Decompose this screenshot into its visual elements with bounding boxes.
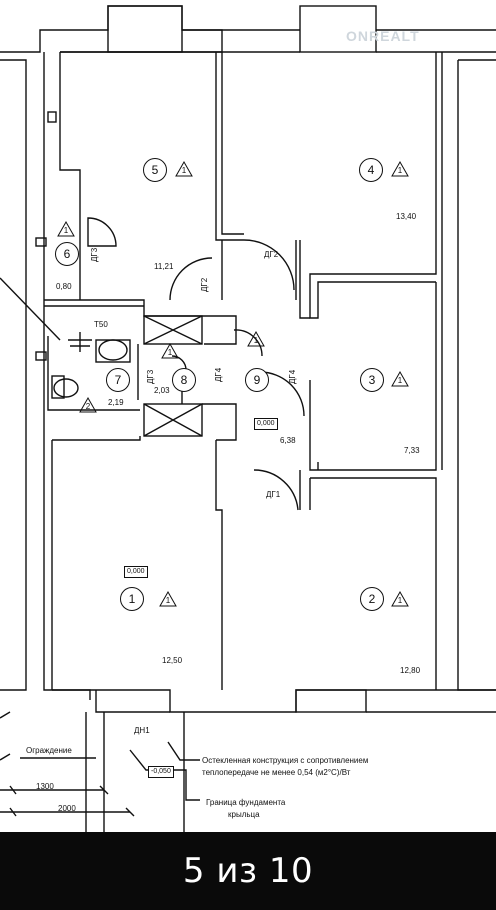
fixture-label: Т50: [94, 320, 108, 329]
foundation-note-line2: крыльца: [228, 810, 260, 819]
room-3-number: 3: [360, 368, 384, 392]
room-7-area: 2,19: [108, 398, 124, 407]
room-1-level: 0,000: [124, 566, 148, 578]
room-7-number: 7: [106, 368, 130, 392]
room-4-area: 13,40: [396, 212, 417, 221]
mark-room-4: 1: [397, 166, 403, 175]
room-6-area: 0,80: [56, 282, 72, 291]
room-8-number: 8: [172, 368, 196, 392]
door-dg2-left: ДГ2: [200, 277, 209, 292]
fence-note: Ограждение: [26, 746, 72, 755]
door-dg4-left: ДГ4: [214, 367, 223, 382]
room-9-number: 9: [245, 368, 269, 392]
door-dg2-right: ДГ2: [264, 250, 279, 259]
mark-room-7: 2: [85, 402, 91, 411]
mark-room-2: 1: [397, 596, 403, 605]
glazing-note-line1: Остекленная конструкция с сопротивлением: [202, 756, 369, 765]
floor-plan-drawing: [0, 5, 496, 832]
bottom-window: [295, 689, 367, 713]
top-window-right: [299, 5, 377, 53]
room-6-number: 6: [55, 242, 79, 266]
mark-room-3: 1: [397, 376, 403, 385]
room-9-area: 6,38: [280, 436, 296, 445]
mark-room-5: 1: [181, 166, 187, 175]
dimension-1300: 1300: [36, 782, 54, 791]
door-dg4-right: ДГ4: [288, 369, 297, 384]
room-2-area: 12,80: [400, 666, 421, 675]
mark-room-6: 1: [63, 226, 69, 235]
room-5-number: 5: [143, 158, 167, 182]
mark-room-9: 1: [253, 336, 259, 345]
mark-room-8: 1: [167, 348, 173, 357]
dimension-2000: 2000: [58, 804, 76, 813]
room-1-number: 1: [120, 587, 144, 611]
room-9-level: 0,000: [254, 418, 278, 430]
room-2-number: 2: [360, 587, 384, 611]
door-dg3-room7: ДГ3: [146, 369, 155, 384]
glazing-note-line2: теплопередаче не менее 0,54 (м2°С)/Вт: [202, 768, 351, 777]
watermark-text: ONREALT: [346, 28, 420, 44]
room-8-area: 2,03: [154, 386, 170, 395]
top-window-left: [107, 5, 183, 53]
room-3-area: 7,33: [404, 446, 420, 455]
room-1-area: 12,50: [162, 656, 183, 665]
outside-level: -0,050: [148, 766, 174, 778]
door-dn1: ДН1: [134, 726, 150, 735]
page-counter: 5 из 10: [182, 851, 314, 891]
foundation-note-line1: Граница фундамента: [206, 798, 286, 807]
door-dg3-room6: ДГ3: [90, 247, 99, 262]
door-dg1: ДГ1: [266, 490, 281, 499]
mark-room-1: 1: [165, 596, 171, 605]
room-5-area: 11,21: [154, 262, 174, 271]
pager-bar: 5 из 10: [0, 832, 496, 910]
room-4-number: 4: [359, 158, 383, 182]
floor-plan: ONREALT 5 4 6 7 8 9 3 1 2 1 1 1 1 1 1 2 …: [0, 5, 496, 832]
